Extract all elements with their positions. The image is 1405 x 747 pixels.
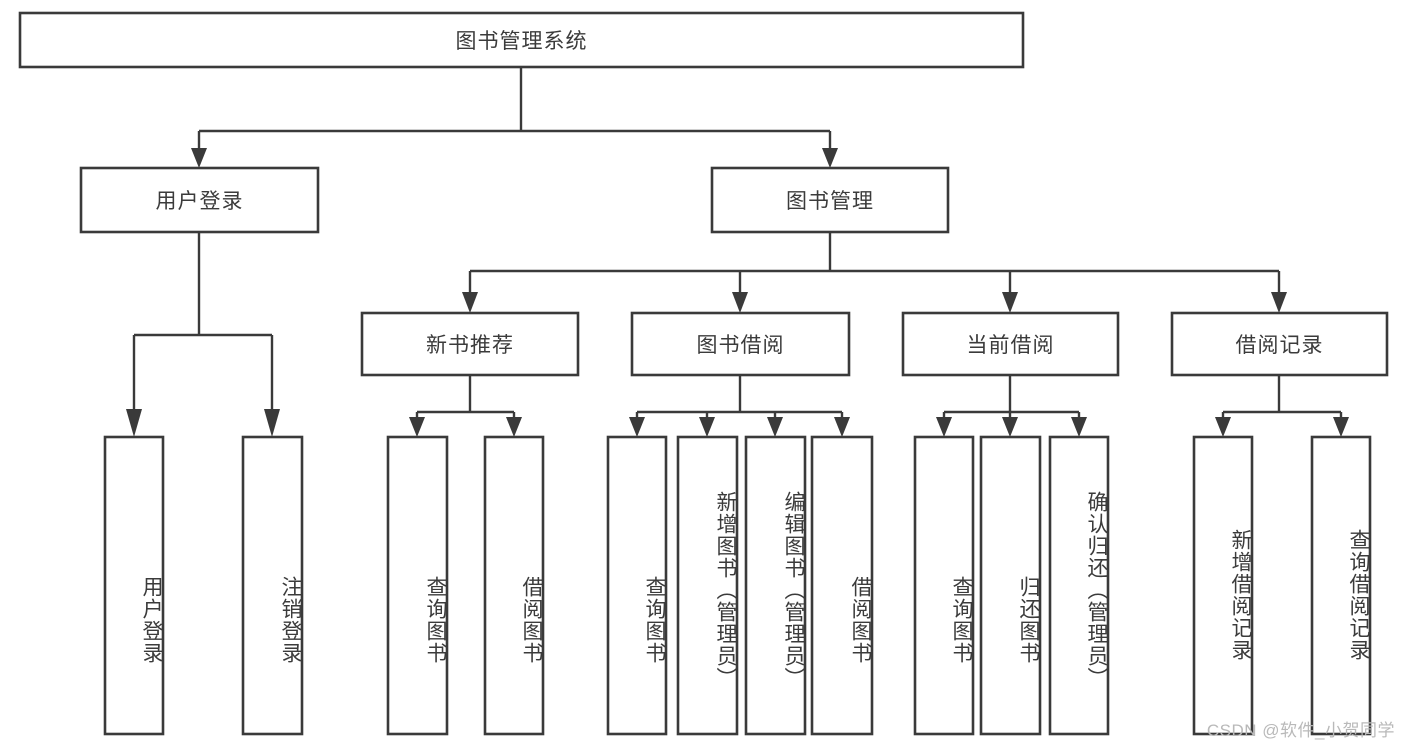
arrow-head-leaf-confirm-return xyxy=(1071,417,1087,437)
arrow-head-leaf-user-login xyxy=(126,409,142,437)
node-leaf-query-book-1[interactable] xyxy=(386,435,449,736)
node-book-management[interactable] xyxy=(710,166,950,234)
arrow-head-leaf-query-record xyxy=(1333,417,1349,437)
node-book-borrow[interactable] xyxy=(630,311,851,377)
node-leaf-add-record[interactable] xyxy=(1192,435,1254,736)
arrow-head-leaf-add-record xyxy=(1215,417,1231,437)
node-user-login[interactable] xyxy=(79,166,320,234)
arrow-head-leaf-borrow-book-2 xyxy=(834,417,850,437)
arrow-head-leaf-borrow-book-1 xyxy=(506,417,522,437)
node-leaf-confirm-return[interactable] xyxy=(1048,435,1110,736)
node-root[interactable] xyxy=(18,11,1025,69)
node-leaf-user-login[interactable] xyxy=(103,435,165,736)
connector-newbook-to-leaves xyxy=(409,375,522,437)
node-leaf-logout-login[interactable] xyxy=(241,435,304,736)
node-leaf-query-book-3[interactable] xyxy=(913,435,975,736)
arrow-head-book-management xyxy=(822,148,838,168)
node-leaf-borrow-book-2[interactable] xyxy=(810,435,874,736)
arrow-head-leaf-return-book xyxy=(1002,417,1018,437)
node-leaf-return-book[interactable] xyxy=(979,435,1042,736)
connector-root-to-level2 xyxy=(191,67,838,168)
node-current-borrow[interactable] xyxy=(901,311,1120,377)
node-leaf-edit-book[interactable] xyxy=(744,435,807,736)
node-new-book-recommend[interactable] xyxy=(360,311,580,377)
connector-currentborrow-to-leaves xyxy=(936,375,1087,437)
arrow-head-leaf-logout-login xyxy=(264,409,280,437)
node-leaf-borrow-book-1[interactable] xyxy=(483,435,545,736)
arrow-head-leaf-add-book xyxy=(699,417,715,437)
arrow-head-leaf-query-book-2 xyxy=(629,417,645,437)
connector-bookmgmt-to-level3 xyxy=(462,232,1287,313)
arrow-head-new-book xyxy=(462,292,478,313)
node-leaf-query-book-2[interactable] xyxy=(606,435,668,736)
arrow-head-leaf-query-book-3 xyxy=(936,417,952,437)
node-leaf-query-record[interactable] xyxy=(1310,435,1372,736)
connector-borrowrecord-to-leaves xyxy=(1215,375,1349,437)
arrow-head-borrow-record xyxy=(1271,292,1287,313)
arrow-head-user-login xyxy=(191,148,207,168)
arrow-head-current-borrow xyxy=(1002,292,1018,313)
node-leaf-add-book[interactable] xyxy=(676,435,739,736)
arrow-head-leaf-query-book-1 xyxy=(409,417,425,437)
arrow-head-leaf-edit-book xyxy=(767,417,783,437)
node-borrow-record[interactable] xyxy=(1170,311,1389,377)
connector-userlogin-to-leaves xyxy=(126,232,280,437)
arrow-head-book-borrow xyxy=(732,292,748,313)
connector-bookborrow-to-leaves xyxy=(629,375,850,437)
